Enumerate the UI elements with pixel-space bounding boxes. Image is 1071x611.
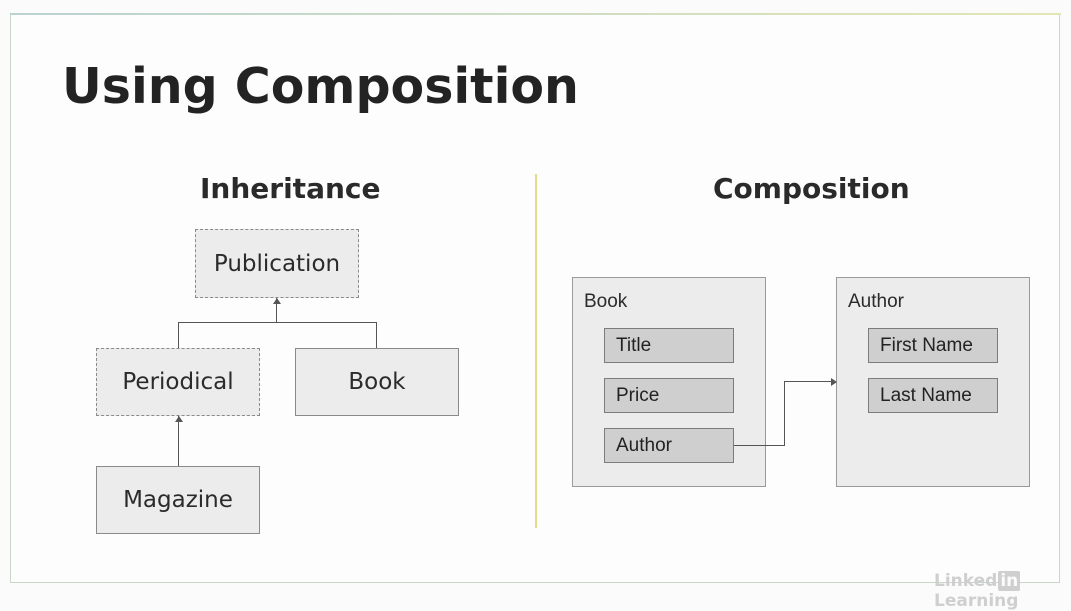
section-divider <box>535 174 537 528</box>
connector-horizontal <box>178 322 377 323</box>
connector-author-link-h1 <box>734 445 785 446</box>
periodical-node: Periodical <box>96 348 260 416</box>
watermark-suffix: Learning <box>934 591 1019 611</box>
publication-node: Publication <box>195 229 359 298</box>
magazine-node: Magazine <box>96 466 260 534</box>
connector-magazine-stem <box>178 416 179 466</box>
connector-periodical-stem <box>178 322 179 348</box>
first-name-field: First Name <box>868 328 998 363</box>
connector-publication-stem <box>276 298 277 323</box>
composition-heading: Composition <box>713 172 910 205</box>
book-label: Book <box>348 369 406 395</box>
watermark-badge: in <box>998 571 1021 591</box>
connector-arrowhead <box>831 378 837 386</box>
connector-book-stem <box>376 322 377 348</box>
periodical-label: Periodical <box>122 369 234 395</box>
author-class-label: Author <box>848 291 904 312</box>
slide-frame-accent <box>10 13 1061 15</box>
magazine-label: Magazine <box>123 487 233 513</box>
title-field: Title <box>604 328 734 363</box>
author-field: Author <box>604 428 734 463</box>
connector-author-link-h2 <box>784 381 834 382</box>
watermark-prefix: Linked <box>934 571 998 591</box>
connector-arrowhead <box>175 416 183 422</box>
publication-label: Publication <box>213 250 341 277</box>
book-node: Book <box>295 348 459 416</box>
slide-title: Using Composition <box>62 58 579 115</box>
connector-author-link-v <box>784 381 785 446</box>
connector-arrowhead <box>273 298 281 304</box>
inheritance-heading: Inheritance <box>200 172 381 205</box>
price-field: Price <box>604 378 734 413</box>
last-name-field: Last Name <box>868 378 998 413</box>
book-class-label: Book <box>584 291 628 312</box>
